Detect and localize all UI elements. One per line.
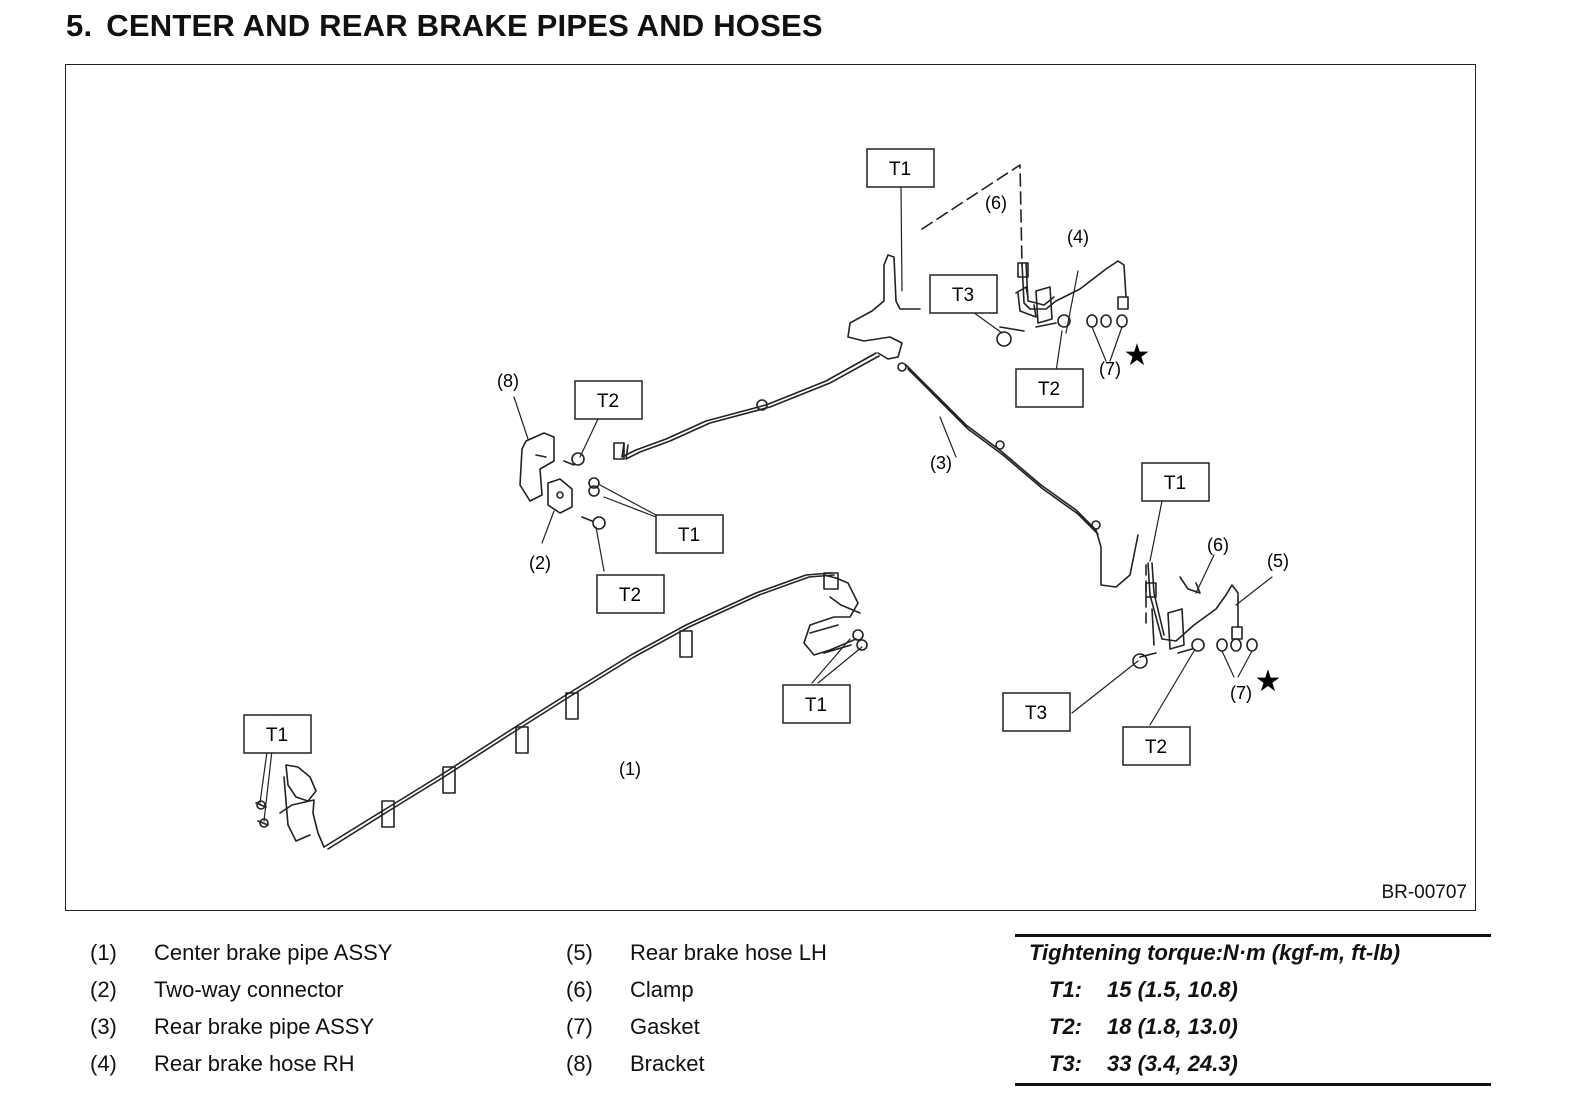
callout-label: (7) — [1230, 683, 1252, 703]
svg-text:T1: T1 — [1164, 473, 1186, 494]
torque-tags: T1 T1 T1 T1 T1 T2 — [243, 148, 1210, 766]
svg-text:T1: T1 — [266, 725, 288, 746]
page-title: 5. CENTER AND REAR BRAKE PIPES AND HOSES — [66, 8, 823, 44]
center-brake-pipe — [255, 572, 868, 850]
torque-tag: T1 — [782, 684, 851, 724]
svg-text:T3: T3 — [952, 285, 974, 306]
callout-label: (1) — [619, 759, 641, 779]
torque-tag: T1 — [655, 514, 724, 554]
torque-tag: T3 — [929, 274, 998, 314]
brake-pipe-diagram: T1 T1 T1 T1 T1 T2 — [243, 148, 1289, 850]
torque-row: T1:15 (1.5, 10.8) — [1049, 977, 1238, 1002]
svg-text:T2: T2 — [1038, 379, 1060, 400]
torque-tag: T2 — [596, 574, 665, 614]
star-icon: ★ — [1255, 664, 1282, 699]
figure-id: BR-00707 — [1381, 882, 1467, 903]
callout-label: (6) — [985, 193, 1007, 213]
torque-tag: T2 — [574, 380, 643, 420]
torque-tag: T1 — [866, 148, 935, 188]
callouts: (1) (2) (3) (4) (5) (6) (6) (7) (7) (8) — [497, 193, 1289, 779]
svg-text:T3: T3 — [1025, 703, 1047, 724]
clamp-dash-line — [921, 164, 1023, 266]
callout-label: (6) — [1207, 535, 1229, 555]
callout-label: (5) — [1267, 551, 1289, 571]
callout-label: (4) — [1067, 227, 1089, 247]
callout-label: (8) — [497, 371, 519, 391]
table-rule-bottom — [1015, 1083, 1491, 1086]
leader-lines — [259, 186, 1273, 822]
torque-row: T2:18 (1.8, 13.0) — [1049, 1014, 1238, 1039]
svg-text:T1: T1 — [805, 695, 827, 716]
svg-text:T2: T2 — [619, 585, 641, 606]
torque-heading: Tightening torque:N·m (kgf-m, ft-lb) — [1029, 940, 1401, 965]
svg-text:T2: T2 — [597, 391, 619, 412]
bracket-and-connector — [519, 432, 606, 530]
callout-label: (2) — [529, 553, 551, 573]
svg-text:T1: T1 — [889, 159, 911, 180]
torque-tag: T3 — [1002, 692, 1071, 732]
torque-tag: T1 — [243, 714, 312, 754]
table-rule-top — [1015, 934, 1491, 937]
torque-tag: T2 — [1015, 368, 1084, 408]
torque-tag: T2 — [1122, 726, 1191, 766]
callout-label: (7) — [1099, 359, 1121, 379]
rear-brake-hose-lh — [1132, 562, 1258, 669]
diagram-frame: T1 T1 T1 T1 T1 T2 — [65, 64, 1476, 911]
section-title: CENTER AND REAR BRAKE PIPES AND HOSES — [106, 8, 823, 43]
rear-brake-hose-rh — [996, 260, 1129, 347]
torque-table: Tightening torque:N·m (kgf-m, ft-lb) T1:… — [1015, 934, 1491, 1086]
rear-brake-pipe — [613, 254, 1139, 588]
svg-text:T2: T2 — [1145, 737, 1167, 758]
svg-text:T1: T1 — [678, 525, 700, 546]
torque-row: T3:33 (3.4, 24.3) — [1049, 1051, 1238, 1076]
star-icon: ★ — [1124, 338, 1151, 373]
callout-label: (3) — [930, 453, 952, 473]
torque-tag: T1 — [1141, 462, 1210, 502]
section-number: 5. — [66, 8, 93, 43]
